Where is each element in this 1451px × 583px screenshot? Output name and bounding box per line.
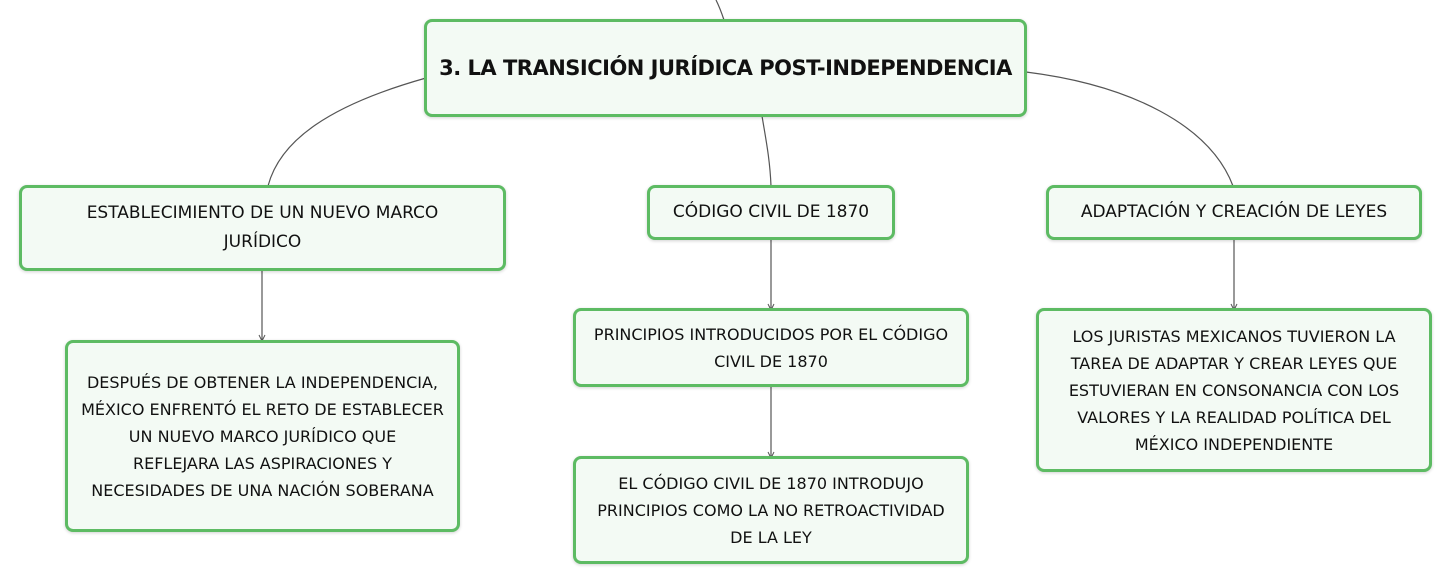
- connector-root-parent: [715, 0, 725, 21]
- principios-codigo-label: PRINCIPIOS INTRODUCIDOS POR EL CÓDIGO CI…: [593, 324, 949, 371]
- connector-root-to-branch-adaptacion: [1025, 71, 1234, 187]
- detail-codigo-civil-node[interactable]: EL CÓDIGO CIVIL DE 1870 INTRODUJO PRINCI…: [573, 456, 969, 564]
- connector-root-to-branch-marco: [267, 77, 427, 187]
- branch-adaptacion-leyes-label: ADAPTACIÓN Y CREACIÓN DE LEYES: [1080, 202, 1388, 222]
- principios-codigo-node[interactable]: PRINCIPIOS INTRODUCIDOS POR EL CÓDIGO CI…: [573, 308, 969, 387]
- root-topic-node[interactable]: 3. LA TRANSICIÓN JURÍDICA POST-INDEPENDE…: [424, 19, 1027, 117]
- branch-marco-juridico-node[interactable]: ESTABLECIMIENTO DE UN NUEVO MARCO JURÍDI…: [19, 185, 506, 271]
- detail-marco-juridico-node[interactable]: DESPUÉS DE OBTENER LA INDEPENDENCIA, MÉX…: [65, 340, 460, 532]
- detail-codigo-civil-label: EL CÓDIGO CIVIL DE 1870 INTRODUJO PRINCI…: [597, 473, 945, 547]
- root-topic-label: 3. LA TRANSICIÓN JURÍDICA POST-INDEPENDE…: [439, 56, 1012, 80]
- detail-adaptacion-leyes-label: LOS JURISTAS MEXICANOS TUVIERON LA TAREA…: [1068, 326, 1400, 454]
- detail-adaptacion-leyes-node[interactable]: LOS JURISTAS MEXICANOS TUVIERON LA TAREA…: [1036, 308, 1432, 472]
- branch-adaptacion-leyes-node[interactable]: ADAPTACIÓN Y CREACIÓN DE LEYES: [1046, 185, 1422, 240]
- branch-codigo-civil-node[interactable]: CÓDIGO CIVIL DE 1870: [647, 185, 895, 240]
- branch-marco-juridico-label: ESTABLECIMIENTO DE UN NUEVO MARCO JURÍDI…: [86, 203, 439, 252]
- detail-marco-juridico-label: DESPUÉS DE OBTENER LA INDEPENDENCIA, MÉX…: [81, 372, 444, 500]
- branch-codigo-civil-label: CÓDIGO CIVIL DE 1870: [672, 202, 870, 222]
- connector-root-to-branch-codigo: [761, 115, 772, 187]
